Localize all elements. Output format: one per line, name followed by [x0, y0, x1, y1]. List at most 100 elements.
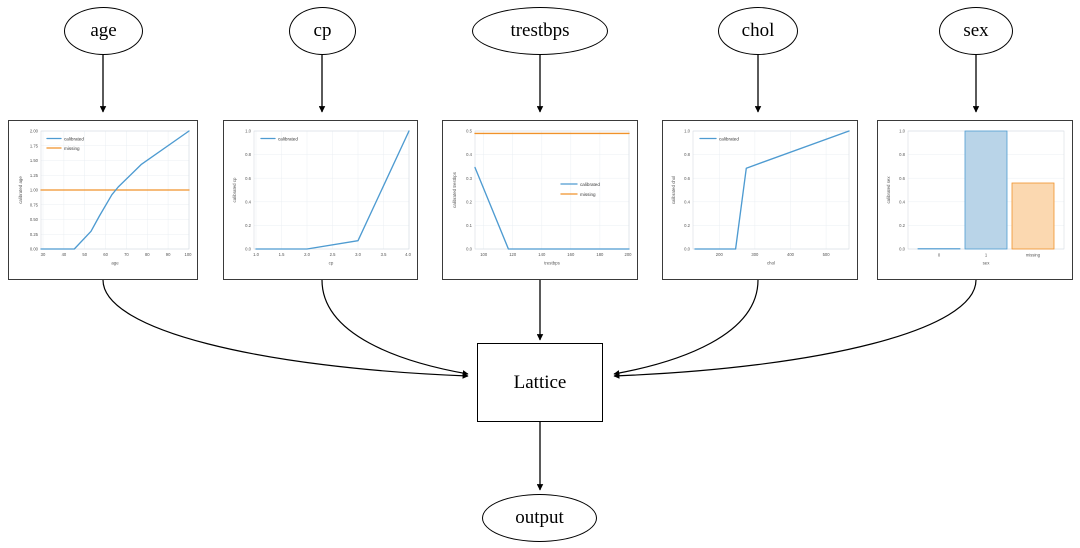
svg-text:0.6: 0.6 [245, 176, 251, 181]
svg-text:0.4: 0.4 [466, 152, 472, 157]
svg-text:0.4: 0.4 [245, 199, 251, 204]
svg-text:2.5: 2.5 [330, 252, 336, 257]
svg-text:300: 300 [751, 252, 759, 257]
svg-text:0.75: 0.75 [30, 202, 39, 207]
svg-text:1.0: 1.0 [245, 129, 251, 134]
svg-text:0.0: 0.0 [245, 247, 251, 252]
calibrator-plot-age: 0.00 0.25 0.50 0.75 1.00 1.25 1.50 1.75 … [8, 120, 198, 280]
svg-text:100: 100 [480, 252, 488, 257]
svg-text:1.50: 1.50 [30, 158, 39, 163]
svg-text:0.3: 0.3 [466, 176, 472, 181]
svg-text:1.0: 1.0 [899, 129, 905, 134]
input-node-chol-label: chol [741, 20, 775, 41]
svg-text:0.25: 0.25 [30, 232, 39, 237]
output-node[interactable]: output [482, 494, 597, 542]
svg-text:0.0: 0.0 [684, 247, 690, 252]
svg-text:0.6: 0.6 [684, 176, 690, 181]
svg-text:200: 200 [716, 252, 724, 257]
svg-text:1.25: 1.25 [30, 173, 39, 178]
svg-text:1.0: 1.0 [253, 252, 259, 257]
input-node-age-label: age [90, 20, 117, 41]
calibrator-plot-trestbps: 0.0 0.1 0.2 0.3 0.4 0.5 100 120 140 160 … [442, 120, 638, 280]
svg-text:0.8: 0.8 [684, 152, 690, 157]
svg-text:1.5: 1.5 [279, 252, 285, 257]
svg-text:calibrated: calibrated [64, 136, 84, 141]
svg-text:180: 180 [596, 252, 604, 257]
svg-text:200: 200 [625, 252, 633, 257]
lattice-node[interactable]: Lattice [477, 343, 603, 422]
svg-text:500: 500 [823, 252, 831, 257]
svg-text:100: 100 [185, 252, 193, 257]
svg-text:40: 40 [62, 252, 67, 257]
svg-text:0.0: 0.0 [899, 247, 905, 252]
edge-chol-plot-to-lattice [613, 279, 759, 376]
edge-sex-plot-to-lattice [613, 279, 977, 379]
svg-text:60: 60 [103, 252, 108, 257]
svg-text:4.0: 4.0 [405, 252, 411, 257]
input-node-sex-label: sex [963, 20, 989, 41]
output-node-label: output [515, 507, 564, 528]
svg-text:sex: sex [983, 261, 991, 266]
svg-text:calibrated trestbps: calibrated trestbps [452, 171, 457, 208]
svg-text:2.0: 2.0 [304, 252, 310, 257]
sex-plot-svg: 0.0 0.2 0.4 0.6 0.8 1.0 0 1 missing sex … [886, 129, 1065, 266]
svg-text:1.0: 1.0 [684, 129, 690, 134]
svg-text:1: 1 [985, 253, 988, 258]
svg-text:calibrated: calibrated [719, 136, 739, 141]
svg-text:50: 50 [82, 252, 87, 257]
svg-text:0.4: 0.4 [899, 199, 905, 204]
svg-text:0: 0 [938, 253, 941, 258]
svg-text:90: 90 [166, 252, 171, 257]
svg-text:0.8: 0.8 [245, 152, 251, 157]
svg-text:0.1: 0.1 [466, 223, 472, 228]
calibrator-plot-chol: 0.0 0.2 0.4 0.6 0.8 1.0 200 300 400 500 … [662, 120, 858, 280]
chol-plot-svg: 0.0 0.2 0.4 0.6 0.8 1.0 200 300 400 500 … [671, 129, 850, 266]
svg-text:2.00: 2.00 [30, 129, 39, 134]
svg-text:0.4: 0.4 [684, 199, 690, 204]
svg-text:140: 140 [538, 252, 546, 257]
svg-text:missing: missing [1026, 253, 1041, 258]
svg-text:0.00: 0.00 [30, 247, 39, 252]
edge-age-plot-to-lattice [102, 279, 469, 379]
svg-text:0.2: 0.2 [245, 223, 251, 228]
bar-sex-1 [964, 130, 1008, 250]
svg-text:1.00: 1.00 [30, 188, 39, 193]
svg-text:400: 400 [787, 252, 795, 257]
svg-text:0.50: 0.50 [30, 217, 39, 222]
input-node-trestbps[interactable]: trestbps [472, 7, 608, 55]
svg-text:120: 120 [509, 252, 517, 257]
svg-text:0.2: 0.2 [466, 199, 472, 204]
cp-plot-svg: 0.0 0.2 0.4 0.6 0.8 1.0 1.0 1.5 2.0 2.5 … [232, 129, 412, 266]
trestbps-plot-svg: 0.0 0.1 0.2 0.3 0.4 0.5 100 120 140 160 … [452, 129, 633, 266]
input-node-sex[interactable]: sex [939, 7, 1013, 55]
calibrator-plot-cp: 0.0 0.2 0.4 0.6 0.8 1.0 1.0 1.5 2.0 2.5 … [223, 120, 418, 280]
svg-text:3.0: 3.0 [355, 252, 361, 257]
input-node-chol[interactable]: chol [718, 7, 798, 55]
age-plot-svg: 0.00 0.25 0.50 0.75 1.00 1.25 1.50 1.75 … [18, 129, 193, 266]
svg-text:calibrated age: calibrated age [18, 176, 23, 204]
svg-text:missing: missing [64, 146, 80, 151]
svg-text:70: 70 [124, 252, 129, 257]
svg-text:0.6: 0.6 [899, 176, 905, 181]
svg-text:1.75: 1.75 [30, 143, 39, 148]
lattice-node-label: Lattice [513, 371, 567, 393]
svg-text:calibrated sex: calibrated sex [886, 176, 891, 204]
svg-text:missing: missing [580, 192, 596, 197]
svg-text:calibrated cp: calibrated cp [232, 177, 237, 202]
svg-text:80: 80 [145, 252, 150, 257]
calibrator-plot-sex: 0.0 0.2 0.4 0.6 0.8 1.0 0 1 missing sex … [877, 120, 1073, 280]
bar-sex-missing [1011, 182, 1055, 250]
svg-text:age: age [111, 261, 119, 266]
edge-cp-plot-to-lattice [321, 279, 469, 377]
input-node-trestbps-label: trestbps [510, 20, 570, 41]
svg-text:30: 30 [41, 252, 46, 257]
input-node-age[interactable]: age [64, 7, 143, 55]
input-node-cp[interactable]: cp [289, 7, 356, 55]
svg-text:160: 160 [567, 252, 575, 257]
svg-text:3.5: 3.5 [381, 252, 387, 257]
svg-text:0.8: 0.8 [899, 152, 905, 157]
svg-text:chol: chol [767, 261, 775, 266]
svg-text:calibrated chol: calibrated chol [671, 176, 676, 204]
svg-text:0.0: 0.0 [466, 247, 472, 252]
